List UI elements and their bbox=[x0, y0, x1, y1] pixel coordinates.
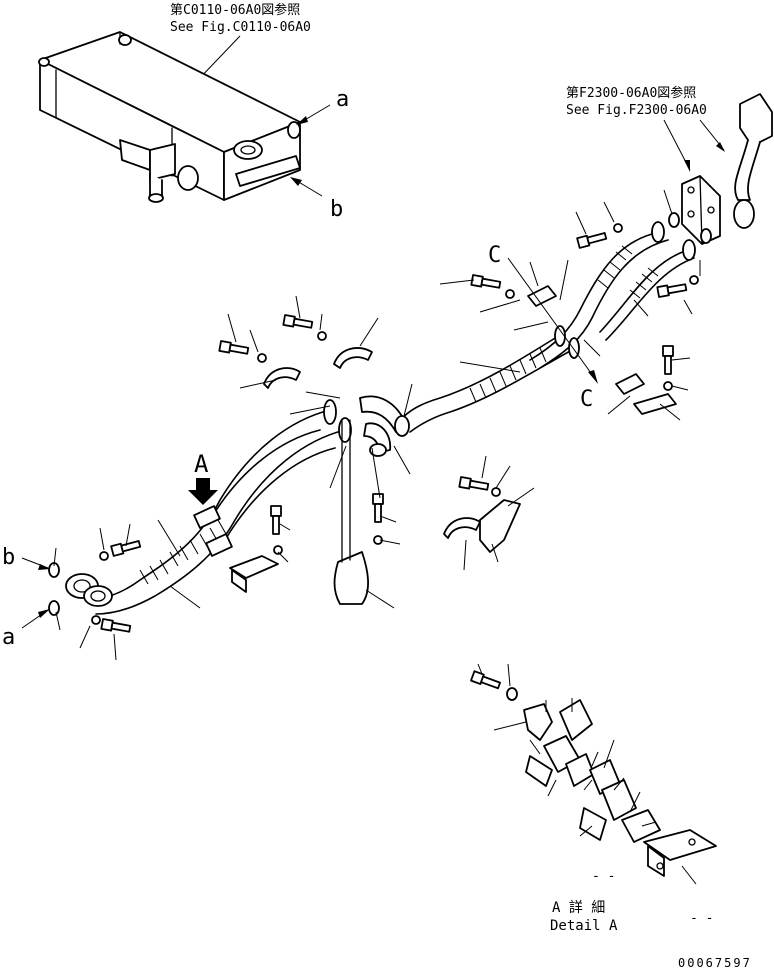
callout-b-left: b bbox=[2, 545, 15, 570]
bolt-group bbox=[48, 212, 712, 633]
callout-a-left: a bbox=[2, 625, 15, 650]
callout-b-top: b bbox=[330, 197, 343, 222]
valve-block bbox=[681, 93, 773, 245]
view-arrow-icon bbox=[188, 478, 218, 505]
detail-a-view: - - - - A 詳 細 Detail A bbox=[470, 663, 717, 934]
detail-dashes-1: - - bbox=[592, 869, 615, 884]
hose-assembly bbox=[65, 221, 696, 615]
callout-view-a: A bbox=[194, 450, 209, 478]
leader-lines bbox=[53, 189, 701, 661]
ref-right-jp: 第F2300-06A0図参照 bbox=[566, 85, 696, 101]
ref-top-jp: 第C0110-06A0図参照 bbox=[170, 2, 300, 18]
callout-c-lower: C bbox=[580, 387, 593, 412]
ref-top-en: See Fig.C0110-06A0 bbox=[170, 20, 311, 35]
ref-right-en: See Fig.F2300-06A0 bbox=[566, 103, 707, 118]
detail-label-en: Detail A bbox=[550, 918, 618, 934]
callout-c-upper: C bbox=[488, 243, 501, 268]
detail-dashes-2: - - bbox=[690, 911, 713, 926]
callout-a-top: a bbox=[336, 87, 349, 112]
detail-label-jp: A 詳 細 bbox=[552, 900, 605, 916]
drawing-number: 00067597 bbox=[678, 956, 752, 970]
oil-cooler bbox=[38, 31, 301, 203]
